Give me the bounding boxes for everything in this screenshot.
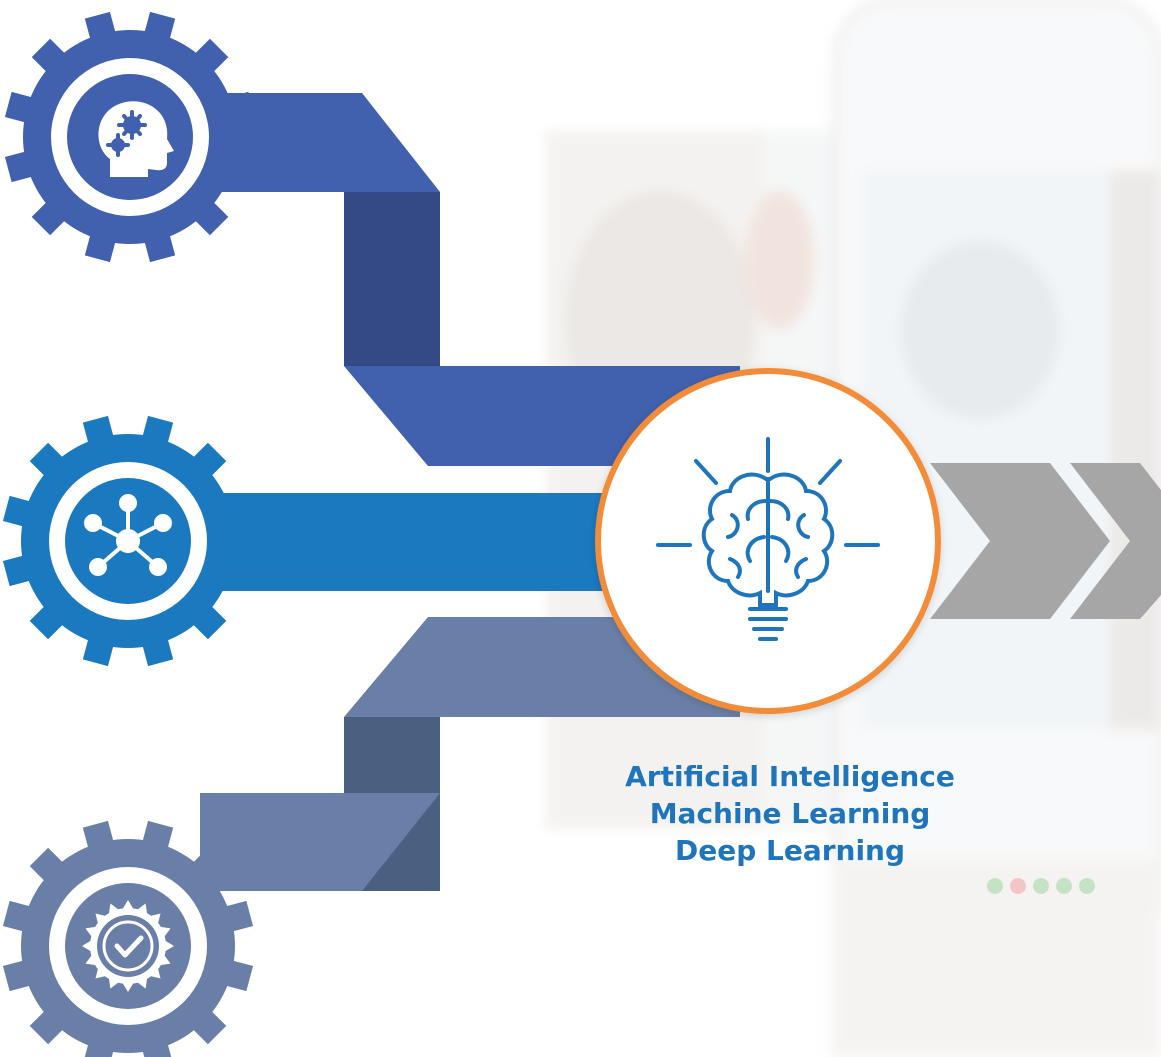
gear-bottom: [2, 820, 254, 1057]
head-gears-icon: [98, 101, 174, 177]
label-machine-learning: Machine Learning: [649, 797, 931, 830]
topic-labels: Artificial Intelligence Machine Learning…: [560, 758, 1020, 869]
ribbon-top-vertical: [344, 192, 440, 366]
verified-badge-icon: [82, 900, 174, 992]
badge-tooth: [122, 900, 134, 910]
gear-middle: [2, 415, 254, 667]
gear-top: [4, 11, 256, 263]
ribbon-bottom-horizontal: [200, 793, 440, 891]
network-hub-icon: [84, 494, 172, 576]
call-control-dots: [987, 878, 1095, 894]
badge-tooth: [82, 940, 92, 952]
central-hub: [595, 368, 941, 714]
brain-lightbulb-icon: [656, 437, 880, 641]
ribbon-middle: [205, 493, 655, 591]
chevron-arrow-1: [930, 463, 1110, 619]
chevron-arrow-2: [1070, 463, 1161, 619]
double-chevron-right-icon: [930, 463, 1161, 619]
label-deep-learning: Deep Learning: [674, 834, 906, 867]
badge-tooth: [122, 982, 134, 992]
badge-tooth: [164, 940, 174, 952]
label-artificial-intelligence: Artificial Intelligence: [625, 760, 955, 793]
ribbon-top-horizontal: [200, 93, 440, 192]
